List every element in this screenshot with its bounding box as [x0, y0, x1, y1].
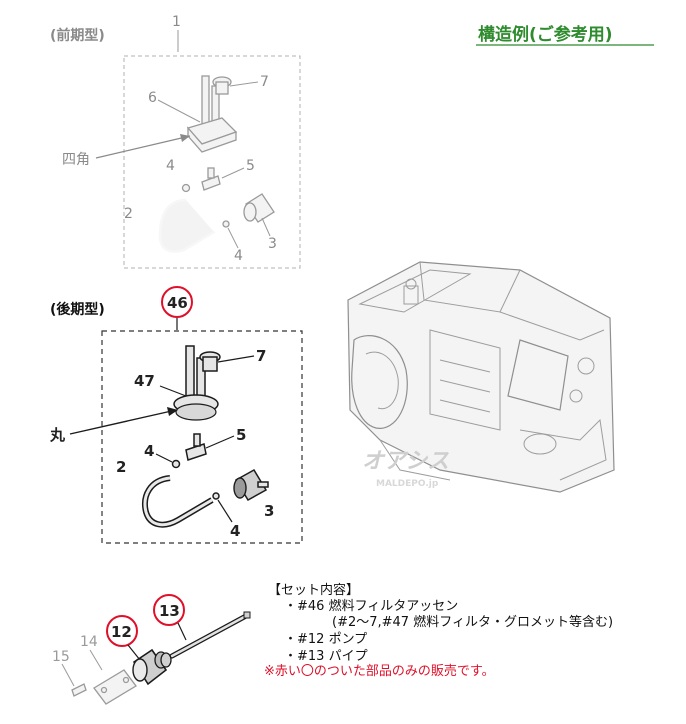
late-callout-5: 5 [236, 426, 246, 444]
late-leader-4a [155, 453, 173, 463]
early-callout-2: 2 [124, 206, 133, 222]
late-callout-7: 7 [256, 347, 266, 365]
early-tube-a [201, 75, 210, 127]
early-leader-3 [261, 217, 271, 237]
watermark-logo: オアシス [362, 449, 449, 474]
late-filter-base-bottom [175, 403, 217, 421]
late-model-header: (後期型) [50, 301, 105, 318]
late-callout-4a: 4 [144, 442, 154, 460]
early-fuel-filter [243, 193, 275, 223]
early-cap-body [215, 81, 229, 95]
late-callout-3: 3 [264, 502, 274, 520]
early-leader-6 [157, 99, 201, 123]
bottom-callout-15: 15 [52, 649, 70, 665]
early-leader-7 [229, 81, 259, 87]
late-leader-5 [205, 435, 235, 449]
early-arrowhead [180, 134, 190, 142]
watermark-sub: MALDEPO.jp [376, 479, 439, 489]
bottom-callout-13: 13 [159, 602, 180, 620]
early-grommet-b [222, 220, 230, 228]
pump-part-12 [132, 648, 168, 686]
bolt-part-15 [71, 683, 87, 697]
late-callout-47: 47 [134, 372, 155, 390]
set-contents-line-46: ・#46 燃料フィルタアッセン [284, 598, 458, 614]
early-callout-4a: 4 [166, 158, 175, 174]
late-assembly-frame [101, 330, 303, 544]
set-contents-line-13: ・#13 パイプ [284, 649, 368, 664]
early-leader-5 [221, 167, 245, 179]
late-arrow-round [69, 409, 177, 435]
early-arrow-square [95, 135, 191, 159]
early-filter-assembly [186, 75, 238, 153]
late-callout-46-highlight [161, 286, 193, 318]
late-elbow-stem [193, 433, 201, 447]
late-callout-4b: 4 [230, 522, 240, 540]
bottom-callout-12: 12 [111, 623, 132, 641]
bottom-leader-13 [177, 622, 187, 641]
late-fuel-filter [233, 468, 269, 502]
early-callout-7: 7 [260, 74, 269, 90]
late-tube-a [185, 345, 195, 399]
bottom-callout-12-highlight [106, 615, 138, 647]
late-callout-46: 46 [167, 294, 188, 312]
bottom-callout-14: 14 [80, 634, 98, 650]
late-filter-assembly [173, 345, 221, 421]
bottom-leader-14 [89, 649, 103, 671]
set-contents-line-46-detail: (#2～7,#47 燃料フィルタ・グロメット等含む) [332, 614, 613, 630]
late-cap-body [202, 356, 218, 372]
late-arrowhead [167, 407, 178, 416]
early-callout-3: 3 [268, 236, 277, 252]
early-model-header: (前期型) [50, 27, 105, 44]
early-fuel-hose-core [158, 198, 215, 253]
set-contents-line-12: ・#12 ポンプ [284, 632, 367, 647]
early-elbow-stem [207, 167, 215, 179]
late-leader-47 [159, 385, 187, 397]
early-leader-4b [227, 227, 239, 249]
early-callout-1: 1 [172, 14, 181, 30]
early-callout-6: 6 [148, 90, 157, 106]
engine-illustration [347, 261, 615, 493]
late-leader-4b [217, 499, 233, 523]
late-fuel-hose-core [143, 476, 213, 527]
bottom-leader-12 [127, 644, 141, 661]
bottom-callout-13-highlight [153, 594, 185, 626]
early-callout-5: 5 [246, 158, 255, 174]
late-leader-7 [217, 355, 255, 363]
early-assembly-frame [123, 55, 301, 269]
late-label-round: 丸 [49, 426, 66, 444]
early-label-square: 四角 [62, 152, 90, 168]
set-contents-heading: 【セット内容】 [268, 582, 359, 598]
bottom-leader-15 [61, 663, 75, 687]
pipe-part-13 [160, 611, 251, 668]
late-grommet-a [171, 459, 181, 469]
late-callout-2: 2 [116, 458, 126, 476]
diagram-title: 構造例(ご参考用) [478, 24, 613, 45]
early-callout-4b: 4 [234, 248, 243, 264]
sales-note: ※赤い〇のついた部品のみの販売です。 [264, 663, 495, 679]
late-grommet-b [212, 492, 220, 500]
early-grommet-a [181, 183, 191, 193]
gasket-part-14 [93, 669, 137, 705]
